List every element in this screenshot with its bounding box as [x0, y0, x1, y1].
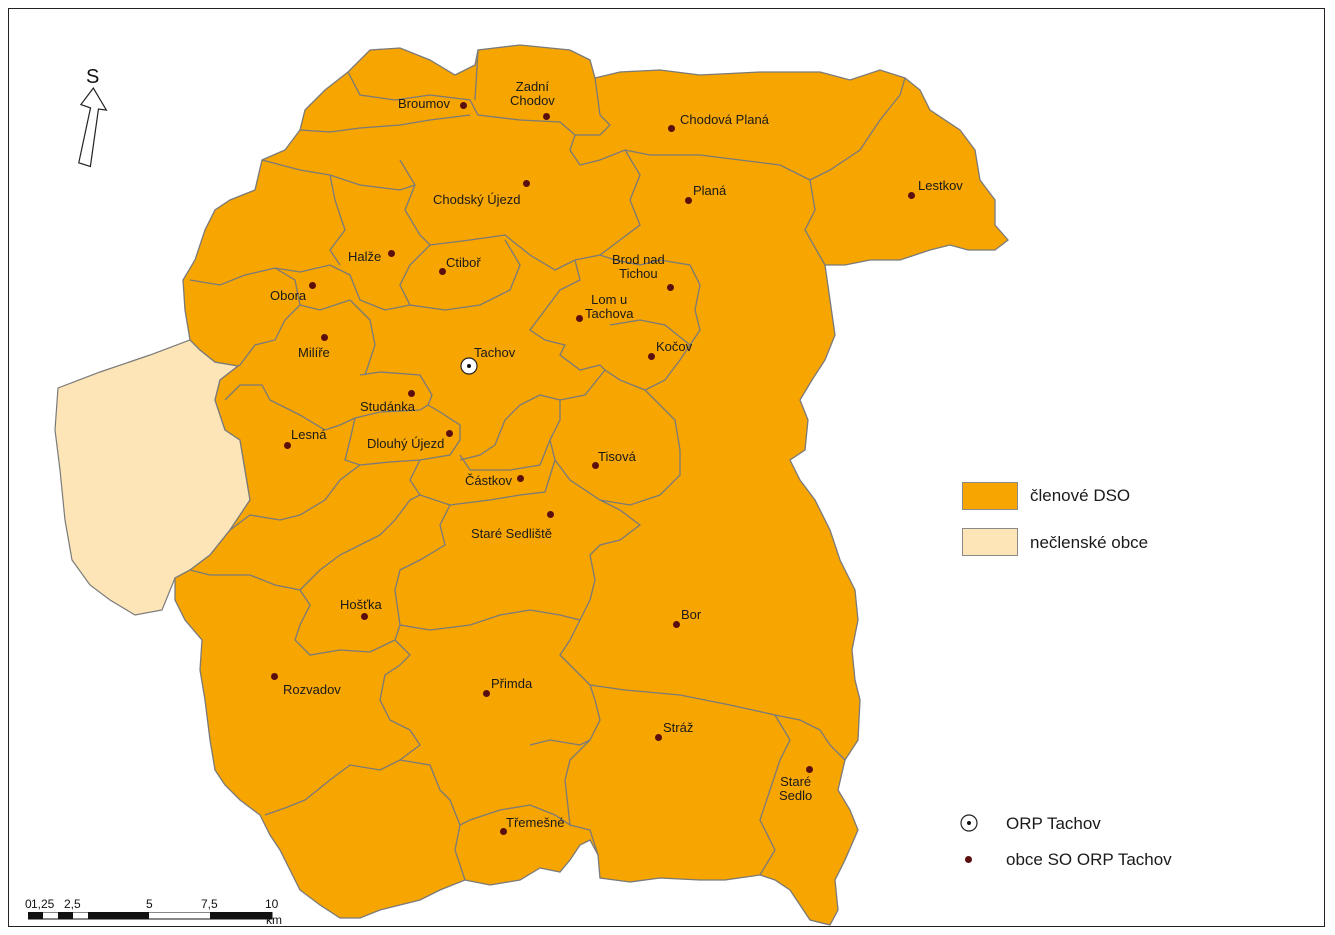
north-arrow-icon: [78, 87, 108, 168]
municipality-dot-icon: [271, 673, 278, 680]
municipality-dot-icon: [806, 766, 813, 773]
municipality-dot-icon: [388, 250, 395, 257]
municipality-dot-icon: [592, 462, 599, 469]
municipality-label: Staré Sedlo: [779, 774, 813, 803]
municipality-label: Broumov: [398, 96, 451, 111]
municipality-dot-icon: [648, 353, 655, 360]
municipality-dot-icon: [673, 621, 680, 628]
municipality-label: Lesná: [291, 427, 327, 442]
municipality-label: Přimda: [491, 676, 533, 691]
region-members-outline: [174, 44, 1009, 926]
municipality-dot-icon: [517, 475, 524, 482]
municipality-dot-icon: [547, 511, 554, 518]
municipality-dot-icon: [309, 282, 316, 289]
municipality-label: Rozvadov: [283, 682, 341, 697]
municipality-label: Zadní Chodov: [510, 79, 555, 108]
north-arrow-label: S: [86, 66, 100, 88]
municipality-dot-icon: [523, 180, 530, 187]
scale-tick-label: 5: [146, 897, 153, 911]
municipality-label: Milíře: [298, 345, 330, 360]
municipality-label: Dlouhý Újezd: [367, 436, 445, 451]
municipality-label: Planá: [693, 183, 727, 198]
municipality-dot-icon: [668, 125, 675, 132]
municipality-label: Částkov: [465, 473, 512, 488]
scale-tick-label: 1,25: [31, 897, 55, 911]
scale-tick-label: 2,5: [64, 897, 81, 911]
municipality-dot-icon: [655, 734, 662, 741]
scale-tick-label: 7,5: [201, 897, 218, 911]
municipality-dot-icon: [667, 284, 674, 291]
scale-tick-label: 0: [25, 897, 32, 911]
municipality-label: Stráž: [663, 720, 694, 735]
scale-tick-label: 10: [265, 897, 279, 911]
municipal-borders: [189, 49, 906, 881]
municipality-label: Tisová: [598, 449, 636, 464]
municipality-label: Tachov: [474, 345, 516, 360]
legend-obce-label: obce SO ORP Tachov: [1006, 850, 1172, 869]
municipality-dot-icon: [908, 192, 915, 199]
legend-non-member-label: nečlenské obce: [1030, 533, 1149, 552]
municipality-label: Obora: [270, 288, 307, 303]
municipality-dot-icon: [284, 442, 291, 449]
municipality-dot-icon: [408, 390, 415, 397]
legend-member-label: členové DSO: [1030, 486, 1131, 505]
municipality-label: Kočov: [656, 339, 693, 354]
orp-tachov-icon: [460, 357, 478, 375]
municipality-dot-icon: [500, 828, 507, 835]
municipality-label: Studánka: [360, 399, 415, 414]
municipality-label: Hošťka: [340, 597, 382, 612]
scale-unit-label: km: [266, 913, 282, 927]
municipality-label: Třemešné: [506, 815, 565, 830]
municipality-dot-icon: [446, 430, 453, 437]
municipality-label: Ctiboř: [446, 255, 481, 270]
municipality-label: Halže: [348, 249, 382, 264]
municipality-dot-icon: [439, 268, 446, 275]
municipality-label: Staré Sedliště: [471, 526, 552, 541]
legend-orp-label: ORP Tachov: [1006, 814, 1101, 833]
municipality-dot-icon: [321, 334, 328, 341]
municipality-label: Lestkov: [918, 178, 963, 193]
orp-symbol-icon: [960, 814, 978, 832]
legend-obce-dot-icon: [965, 856, 972, 863]
municipality-label: Lom u Tachova: [585, 292, 634, 321]
municipality-dot-icon: [460, 102, 467, 109]
municipality-label: Chodský Újezd: [433, 192, 521, 207]
legend-non-member-swatch: [962, 528, 1018, 556]
municipality-dot-icon: [543, 113, 550, 120]
municipality-dot-icon: [685, 197, 692, 204]
legend-member-swatch: [962, 482, 1018, 510]
municipality-dot-icon: [576, 315, 583, 322]
municipality-dot-icon: [361, 613, 368, 620]
municipality-label: Bor: [681, 607, 702, 622]
municipality-label: Chodová Planá: [680, 112, 769, 127]
municipality-label: Brod nad Tichou: [612, 252, 665, 281]
municipality-dot-icon: [483, 690, 490, 697]
